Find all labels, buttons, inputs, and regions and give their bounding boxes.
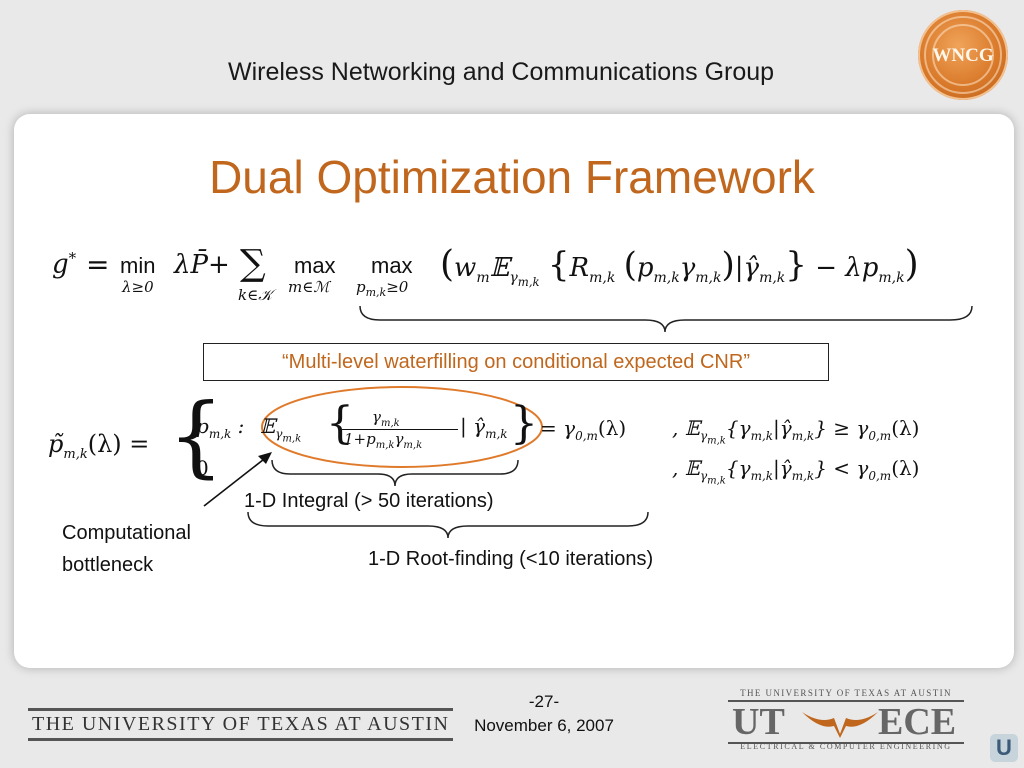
page-number: -27- bbox=[528, 692, 560, 711]
top-brace bbox=[359, 305, 973, 333]
bottleneck-arrowhead bbox=[258, 452, 272, 464]
longhorn-icon bbox=[802, 712, 878, 738]
ut-text: UT bbox=[732, 701, 785, 743]
waterfilling-callout: “Multi-level waterfilling on conditional… bbox=[203, 343, 829, 381]
slide-title: Dual Optimization Framework bbox=[209, 151, 815, 203]
integral-brace bbox=[271, 459, 519, 487]
university-wordmark: THE UNIVERSITY OF TEXAS AT AUSTIN bbox=[28, 708, 454, 741]
ut-ece-bottom-text: ELECTRICAL & COMPUTER ENGINEERING bbox=[740, 742, 952, 751]
ece-text: ECE bbox=[878, 701, 957, 743]
integral-ellipse bbox=[261, 386, 543, 468]
bottleneck-arrow bbox=[203, 455, 269, 507]
bottleneck-label-line1: Computational bbox=[62, 522, 191, 544]
ut-ece-logo: THE UNIVERSITY OF TEXAS AT AUSTIN UT ECE… bbox=[728, 688, 964, 752]
slide-date: November 6, 2007 bbox=[474, 716, 614, 735]
bottleneck-label-line2: bottleneck bbox=[62, 554, 154, 576]
wncg-logo: WNCG bbox=[918, 10, 1008, 100]
root-brace bbox=[247, 511, 649, 539]
logo-text: WNCG bbox=[932, 45, 994, 66]
content-panel bbox=[14, 114, 1014, 668]
ut-ece-top-text: THE UNIVERSITY OF TEXAS AT AUSTIN bbox=[740, 688, 952, 698]
integral-label: 1-D Integral (> 50 iterations) bbox=[244, 490, 494, 512]
header-title: Wireless Networking and Communications G… bbox=[228, 58, 775, 86]
root-finding-label: 1-D Root-finding (<10 iterations) bbox=[368, 548, 654, 570]
corner-u-icon[interactable]: U bbox=[990, 734, 1018, 762]
